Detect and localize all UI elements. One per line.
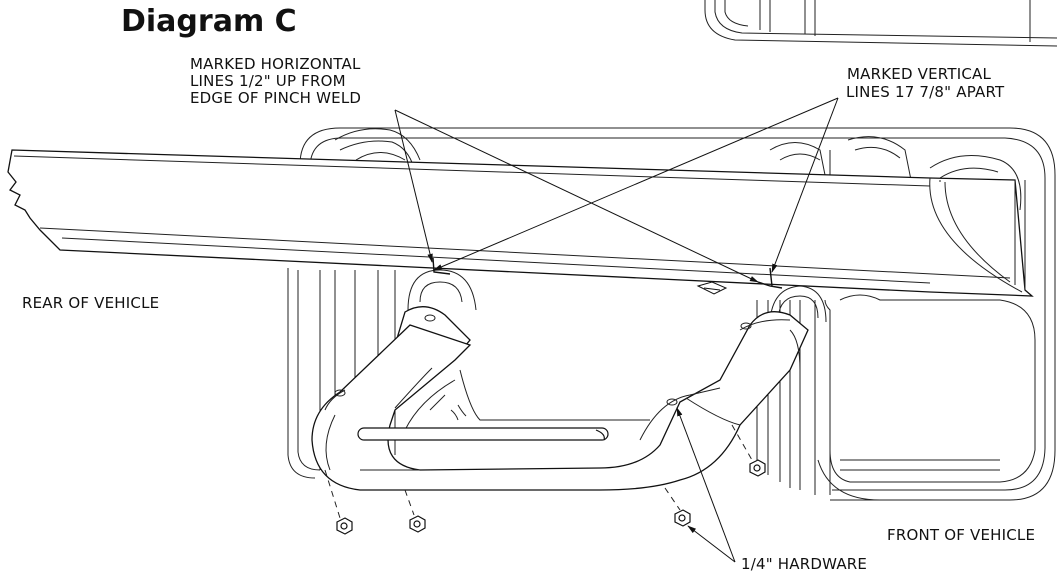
label-horizontal-line-3: EDGE OF PINCH WELD [190,89,362,107]
hardware-nuts [337,460,765,534]
leader-lines [395,98,838,562]
right-mark [758,282,782,288]
nut-2 [410,516,425,532]
label-horizontal-line-2: LINES 1/2" UP FROM [190,72,346,90]
bolt-paths [325,425,752,518]
rocker-panel [8,150,1032,296]
nut-1 [337,518,352,534]
label-vertical-line-1: MARKED VERTICAL [847,65,992,83]
label-hardware: 1/4" HARDWARE [741,555,868,573]
label-front-of-vehicle: FRONT OF VEHICLE [887,526,1036,544]
step-bar [312,307,808,490]
step-bar-details [325,315,800,470]
label-vertical-line-2: LINES 17 7/8" APART [846,83,1005,101]
pinch-clip [698,282,726,294]
label-rear-of-vehicle: REAR OF VEHICLE [22,294,160,312]
left-mark [433,258,450,274]
marked-lines [433,258,782,288]
mount-arches [408,270,826,322]
upper-body-fragment [705,0,1057,46]
label-horizontal-line-1: MARKED HORIZONTAL [190,55,361,73]
nut-4 [750,460,765,476]
nut-3 [675,510,690,526]
rocker-panel-lines [14,156,1025,292]
diagram-title: Diagram C [121,4,297,39]
tread-plate [358,428,608,440]
